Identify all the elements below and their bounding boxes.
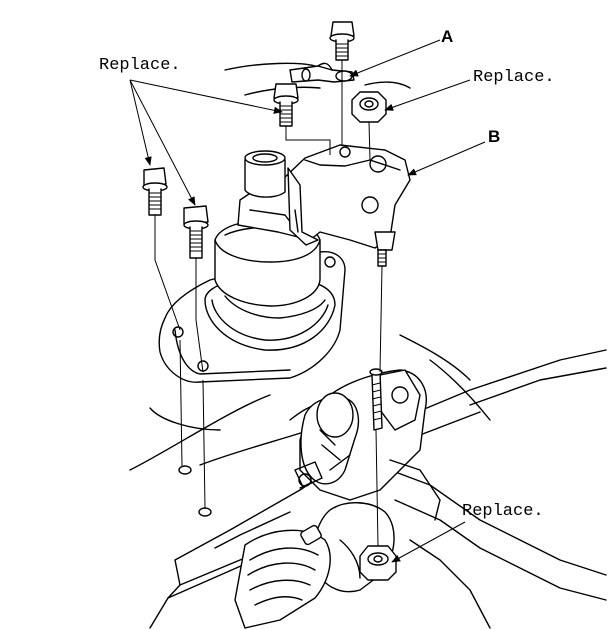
bolt-left-1 [142,167,168,216]
bolt-a [329,21,355,61]
engine-mount [158,144,411,383]
frame-holes [178,465,212,517]
stud-upper [377,249,387,267]
nut-bottom-right [359,545,397,581]
bolt-center [273,83,299,127]
bolt-left-2 [183,205,209,259]
callout-b: B [488,127,500,146]
callout-leaders [129,39,486,563]
callout-a: A [441,27,453,46]
nut-top-right [351,91,387,123]
stud-lower [369,368,383,431]
replace-label-bottom-right: Replace. [462,502,544,521]
installation-lines [154,60,383,547]
ground-terminal [289,62,355,83]
replace-label-top-right: Replace. [473,68,555,87]
replace-label-top-left: Replace. [99,56,181,75]
transmission-housing [234,369,441,629]
